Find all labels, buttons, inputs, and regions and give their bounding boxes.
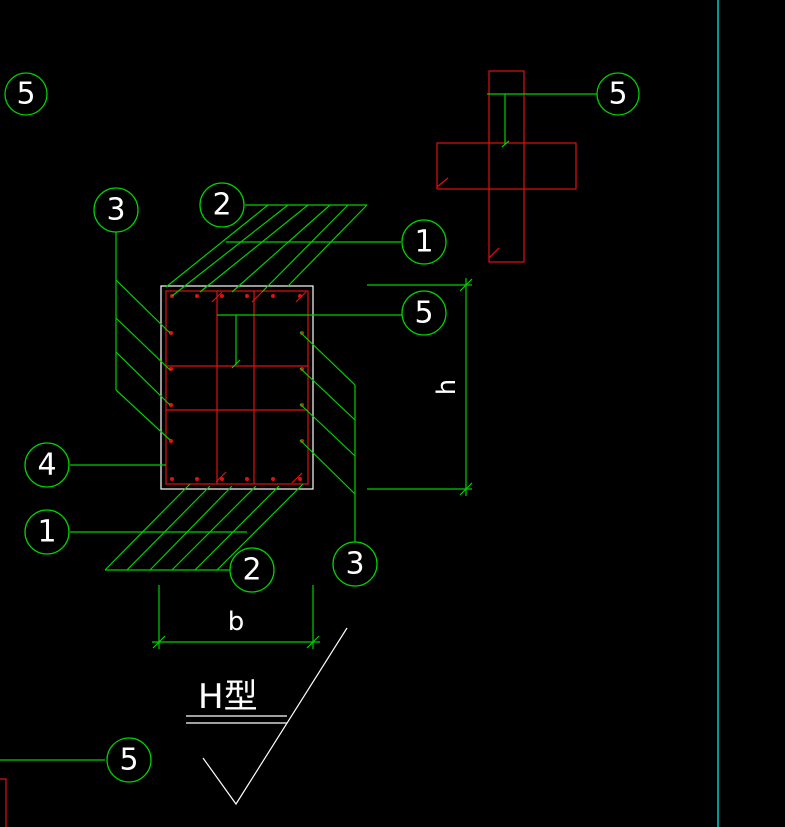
rebar-dot (298, 294, 302, 298)
callout-3-right: 3 (332, 541, 378, 587)
rebar-dot (170, 477, 174, 481)
callout-5-bottom: 5 (106, 737, 152, 783)
svg-text:1: 1 (37, 515, 56, 550)
hatch-top (165, 204, 401, 297)
cross-flange-horizontal (436, 142, 577, 190)
svg-text:1: 1 (414, 225, 433, 260)
rebar-dot (195, 477, 199, 481)
svg-text:4: 4 (37, 448, 56, 483)
callout-5-mid: 5 (401, 290, 447, 336)
section-cut-symbol (202, 627, 348, 806)
svg-text:2: 2 (212, 188, 231, 223)
svg-text:3: 3 (106, 193, 125, 228)
rebar-dot (245, 294, 249, 298)
callout-2-top: 2 (199, 182, 245, 228)
svg-text:5: 5 (16, 77, 35, 112)
rebar-dot (245, 477, 249, 481)
svg-text:3: 3 (345, 547, 364, 582)
callout-4-left: 4 (24, 442, 70, 488)
callout-1-bottom: 1 (24, 509, 70, 555)
rebar-dot (300, 439, 304, 443)
callout-5-topleft: 5 (4, 72, 48, 116)
svg-text:5: 5 (414, 296, 433, 331)
callout-5-cross: 5 (596, 72, 640, 116)
rebar-bars (169, 294, 304, 481)
rebar-dot (220, 294, 224, 298)
callout-2-bottom: 2 (229, 547, 275, 593)
width-label: b (228, 607, 245, 637)
hatch-left (115, 232, 171, 441)
section-title: H型 (198, 677, 258, 717)
rebar-dot (195, 294, 199, 298)
partial-rebar-bottom (0, 778, 7, 827)
cross-web-vertical (488, 70, 525, 263)
hatch-bottom (70, 483, 304, 571)
rebar-dot (300, 367, 304, 371)
dimension-b: b (152, 585, 320, 649)
rebar-dot (271, 294, 275, 298)
rebar-dot (298, 477, 302, 481)
dimension-h: h (367, 278, 473, 496)
cross-section-detail (436, 70, 597, 263)
leader-cross (487, 93, 506, 145)
rebar-dot (169, 331, 173, 335)
rebar-dot (169, 403, 173, 407)
concrete-outline (160, 285, 314, 490)
svg-text:5: 5 (119, 743, 138, 778)
svg-text:5: 5 (608, 77, 627, 112)
rebar-dot (220, 477, 224, 481)
rebar-cage (165, 290, 309, 485)
callout-1-top: 1 (401, 219, 447, 265)
rebar-dot (300, 331, 304, 335)
callout-3-left: 3 (93, 187, 139, 233)
rebar-dot (271, 477, 275, 481)
svg-text:2: 2 (242, 553, 261, 588)
rebar-dot (300, 403, 304, 407)
column-section (70, 204, 403, 571)
hatch-right (299, 331, 356, 542)
leader-mid-5 (217, 314, 237, 365)
height-label: h (432, 379, 462, 395)
